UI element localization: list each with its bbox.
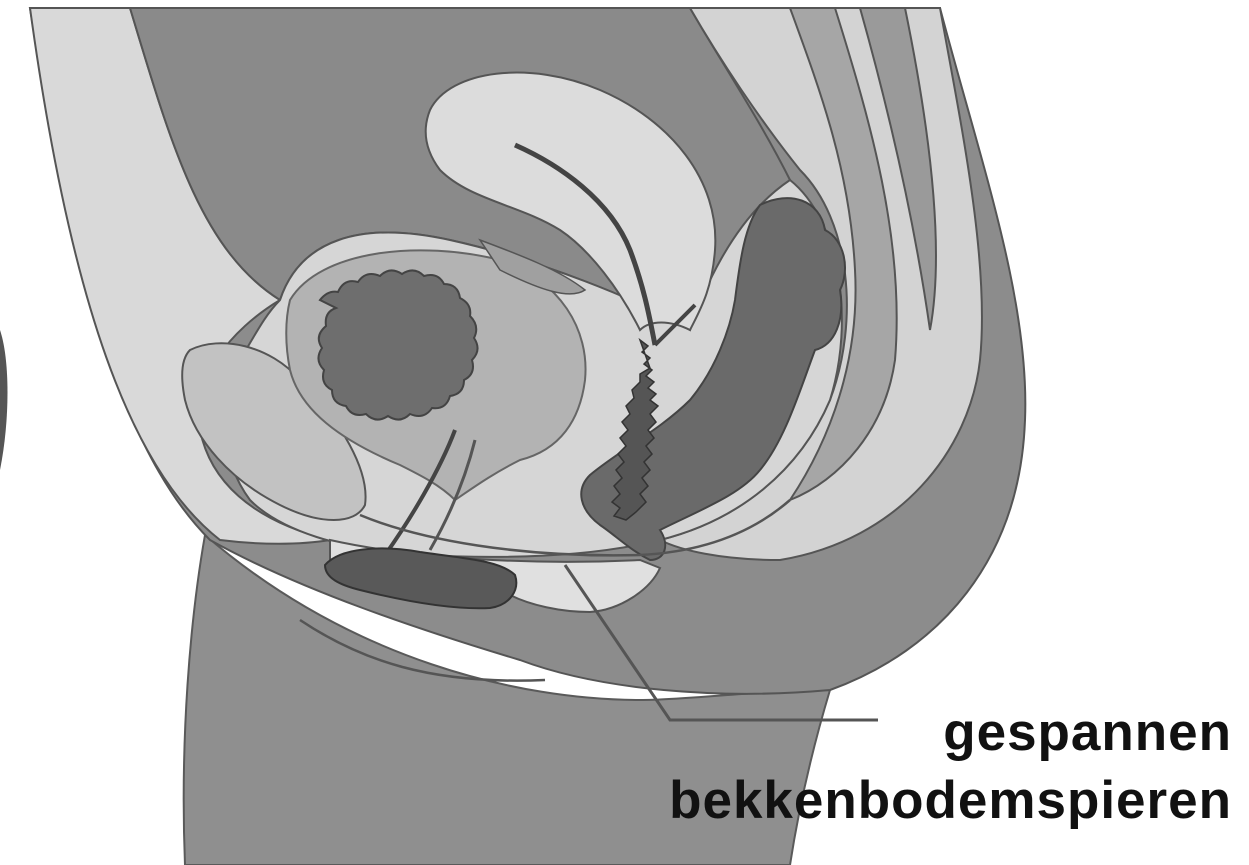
edge-sliver bbox=[0, 330, 8, 470]
label-line2: bekkenbodemspieren bbox=[669, 771, 1232, 830]
label-line1: gespannen bbox=[943, 703, 1232, 762]
